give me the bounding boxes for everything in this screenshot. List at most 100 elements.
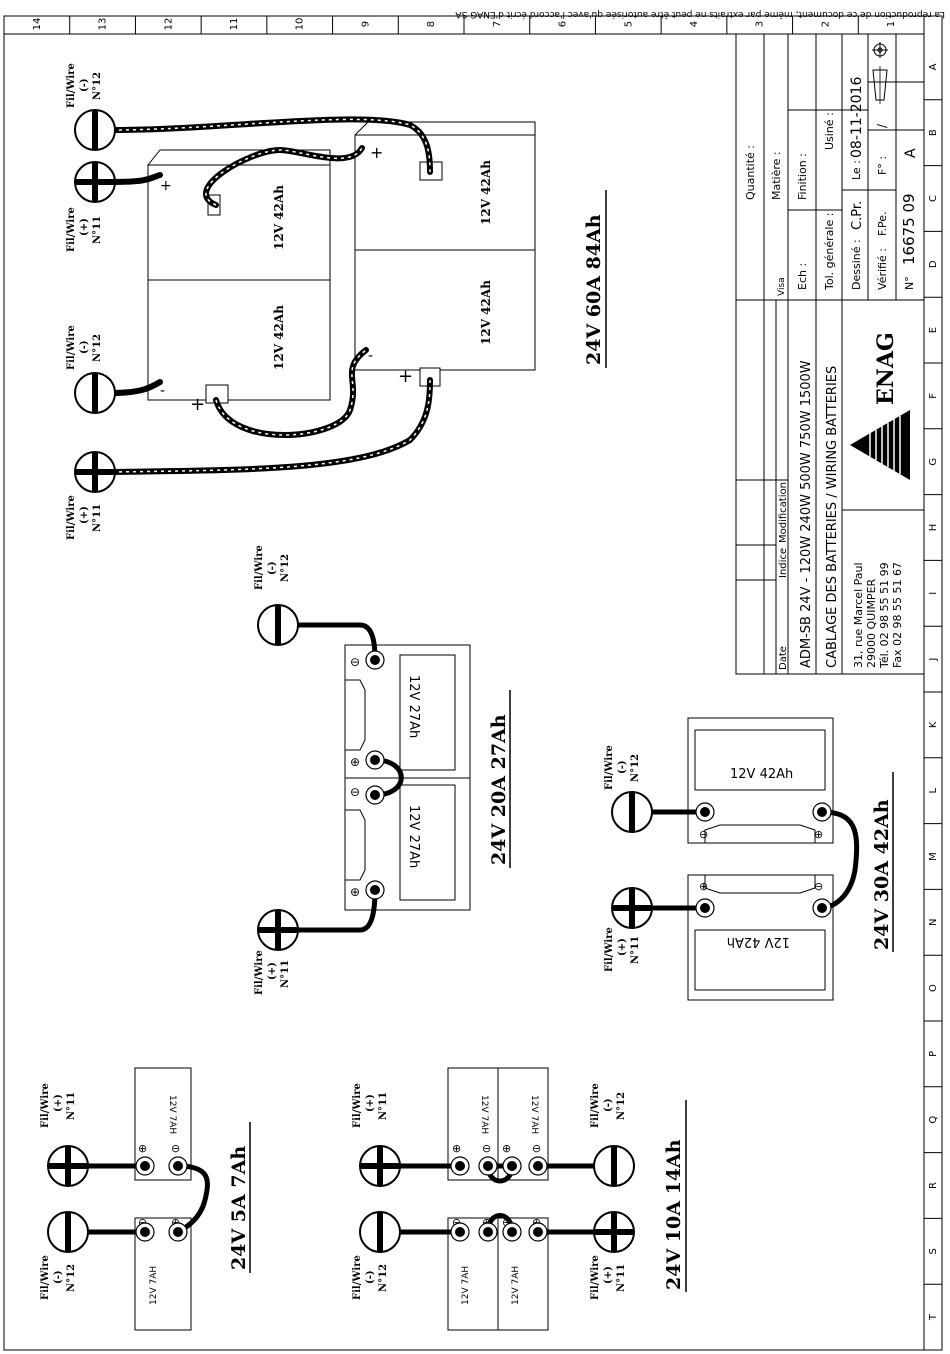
- column-label: 2: [820, 21, 831, 27]
- svg-text:(-): (-): [79, 340, 90, 354]
- config-14ah: 12V 7AH 12V 7AH 12V 7AH 12V 7AH ⊕ ⊖ ⊕ ⊖ …: [352, 1067, 687, 1331]
- svg-text:⊕: ⊕: [350, 885, 360, 899]
- svg-text:+: +: [190, 394, 205, 415]
- column-label: 7: [492, 21, 503, 27]
- svg-text:Fil/Wire: Fil/Wire: [66, 207, 77, 252]
- svg-text:(+): (+): [79, 506, 90, 524]
- svg-text:N°12: N°12: [630, 754, 641, 782]
- column-label: 5: [623, 21, 634, 27]
- column-label: 14: [32, 18, 43, 31]
- svg-text:N°11: N°11: [378, 1092, 389, 1120]
- wire-end-plus-icon: [359, 1145, 401, 1187]
- indice-letter: A: [903, 148, 919, 158]
- config-label-42ah: 24V 30A 42Ah: [871, 799, 893, 950]
- svg-text:(+): (+): [365, 1094, 376, 1112]
- svg-text:(-): (-): [79, 78, 90, 92]
- title-block: Quantité : Matière : Finition : Ech : Vi…: [735, 33, 925, 675]
- svg-text:-: -: [160, 383, 165, 399]
- config-84ah: + + + + - - 12V 42Ah 12V 42Ah 12V 42Ah 1…: [66, 63, 607, 540]
- projection-symbol-icon: [872, 42, 888, 104]
- row-label: E: [928, 327, 939, 333]
- indice-label: Indice: [778, 548, 789, 578]
- phone: Tél. 02 98 55 51 99: [878, 562, 891, 669]
- svg-text:N°12: N°12: [92, 334, 103, 362]
- svg-text:N°11: N°11: [616, 1264, 627, 1292]
- row-label: R: [928, 1182, 939, 1189]
- svg-text:(-): (-): [603, 1098, 614, 1112]
- svg-text:⊖: ⊖: [350, 655, 360, 669]
- row-label: P: [928, 1051, 939, 1057]
- row-label: S: [928, 1248, 939, 1254]
- no-value: 16675 09: [900, 193, 918, 265]
- battery-label: 12V 42Ah: [727, 934, 790, 949]
- wire-end-plus-icon: [611, 887, 653, 929]
- drawing-title-1: ADM-SB 24V - 120W 240W 500W 750W 1500W: [799, 360, 814, 668]
- enag-logo: ENAG: [850, 332, 910, 480]
- svg-text:⊕: ⊕: [814, 828, 823, 841]
- config-7ah: 12V 7AH 12V 7AH ⊕ ⊖ ⊖ ⊕ Fil/Wire (+) N°1…: [40, 1067, 251, 1331]
- svg-text:(+): (+): [267, 962, 278, 980]
- ech-label: Ech :: [796, 263, 809, 290]
- le-value: 08-11-2016: [849, 77, 865, 158]
- svg-text:+: +: [160, 178, 172, 194]
- svg-text:Fil/Wire: Fil/Wire: [604, 927, 615, 972]
- row-label: F: [928, 393, 939, 399]
- battery-label: 12V 7AH: [461, 1266, 471, 1305]
- row-label: M: [928, 852, 939, 861]
- column-label: 3: [755, 21, 766, 27]
- wire-end-minus-icon: [47, 1211, 89, 1253]
- battery-label: 12V 7AH: [511, 1266, 521, 1305]
- battery-label: 12V 42Ah: [479, 160, 493, 225]
- svg-text:N°12: N°12: [378, 1264, 389, 1292]
- svg-text:⊕: ⊕: [502, 1142, 511, 1155]
- svg-text:Fil/Wire: Fil/Wire: [254, 950, 265, 995]
- battery-label: 12V 7AH: [479, 1095, 489, 1134]
- wire-end-plus-icon: [47, 1145, 89, 1187]
- svg-text:N°12: N°12: [280, 554, 291, 582]
- wire-end-plus-icon: [74, 451, 116, 493]
- column-label: 6: [558, 21, 569, 27]
- svg-text:⊖: ⊖: [699, 828, 708, 841]
- svg-text:Fil/Wire: Fil/Wire: [604, 745, 615, 790]
- svg-text:Fil/Wire: Fil/Wire: [66, 495, 77, 540]
- battery-label: 12V 7AH: [149, 1266, 159, 1305]
- svg-text:N°11: N°11: [66, 1092, 77, 1120]
- svg-text:⊖: ⊖: [452, 1216, 461, 1229]
- fax: Fax 02 98 55 51 67: [891, 562, 904, 668]
- svg-text:Fil/Wire: Fil/Wire: [66, 63, 77, 108]
- svg-text:Fil/Wire: Fil/Wire: [254, 545, 265, 590]
- svg-text:N°11: N°11: [280, 960, 291, 988]
- battery-label: 12V 42Ah: [272, 305, 286, 370]
- visa-label: Visa: [777, 277, 787, 296]
- quantite-label: Quantité :: [744, 145, 757, 200]
- svg-text:⊖: ⊖: [532, 1142, 541, 1155]
- svg-text:Fil/Wire: Fil/Wire: [40, 1083, 51, 1128]
- svg-text:Fil/Wire: Fil/Wire: [352, 1083, 363, 1128]
- row-label: G: [928, 458, 939, 466]
- svg-text:⊕: ⊕: [699, 880, 708, 893]
- dessine-label: Dessiné :: [850, 239, 863, 290]
- column-label: 10: [295, 18, 306, 31]
- column-label: 4: [689, 21, 700, 27]
- usine-label: Usiné :: [823, 112, 836, 150]
- matiere-label: Matière :: [770, 151, 783, 200]
- column-label: 8: [426, 21, 437, 27]
- date-label: Date: [778, 646, 789, 670]
- svg-text:⊖: ⊖: [814, 880, 823, 893]
- svg-text:⊖: ⊖: [482, 1142, 491, 1155]
- svg-text:Fil/Wire: Fil/Wire: [590, 1255, 601, 1300]
- svg-text:−: −: [350, 773, 358, 784]
- svg-text:⊕: ⊕: [482, 1216, 491, 1229]
- wire-end-plus-icon: [74, 161, 116, 203]
- battery-label: 12V 27Ah: [406, 805, 421, 868]
- column-label: 11: [229, 18, 240, 31]
- svg-text:Fil/Wire: Fil/Wire: [66, 325, 77, 370]
- row-label: L: [928, 787, 939, 793]
- svg-text:+: +: [398, 366, 413, 387]
- wire-end-minus-icon: [611, 791, 653, 833]
- svg-text:⊖: ⊖: [502, 1216, 511, 1229]
- svg-text:N°12: N°12: [616, 1092, 627, 1120]
- svg-text:+: +: [370, 143, 383, 162]
